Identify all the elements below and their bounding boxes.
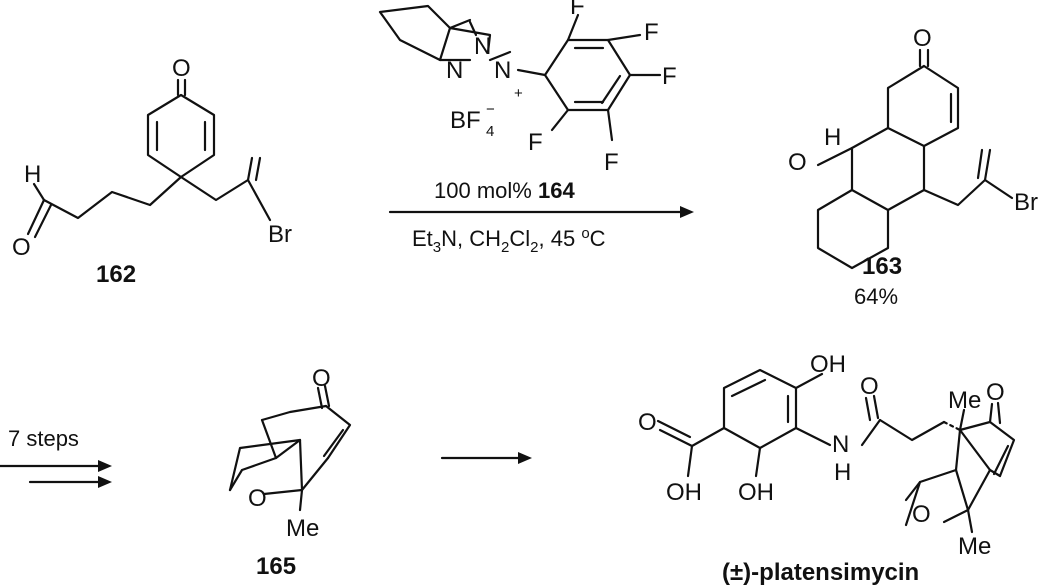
amide-hydrogen: H: [834, 459, 851, 486]
compound-label-163: 163: [862, 253, 902, 280]
quaternary-methyl: Me: [948, 387, 981, 414]
ring-fusion-hydrogen: H: [824, 124, 841, 151]
phenol-hydroxyl-bottom: OH: [738, 479, 774, 506]
step-count-label: 7 steps: [8, 426, 79, 451]
fluorine-4: F: [604, 149, 619, 176]
ether-oxygen: O: [912, 501, 931, 528]
compound-165: O O Me 165: [228, 365, 352, 580]
ether-oxygen: O: [248, 485, 267, 512]
condition-above: 100 mol% 164: [434, 178, 575, 203]
bromine-atom: Br: [268, 221, 292, 248]
compound-label-platensimycin: (±)-platensimycin: [722, 559, 919, 586]
reaction-arrow-1: 100 mol% 164 Et3N, CH2Cl2, 45 oC: [388, 178, 694, 256]
compound-163: O H O Br 163 64%: [788, 25, 1038, 309]
fluorine-1: F: [570, 0, 585, 20]
reagent-164: N N N + F F F F F BF 4 −: [378, 0, 677, 176]
triazolium-nitrogen-2: N: [474, 33, 491, 60]
methyl-group: Me: [286, 515, 319, 542]
condition-below: Et3N, CH2Cl2, 45 oC: [412, 225, 606, 256]
amide-nitrogen: N: [832, 431, 849, 458]
counterion-charge: −: [486, 101, 495, 118]
reaction-arrow-3: [440, 452, 532, 464]
yield-163: 64%: [854, 284, 898, 309]
cationic-charge: +: [514, 85, 523, 102]
compound-label-162: 162: [96, 261, 136, 288]
counterion-bf: BF: [450, 107, 481, 134]
triazolium-nitrogen-3: N: [494, 57, 511, 84]
aldehyde-hydrogen: H: [24, 161, 41, 188]
compound-platensimycin: OH O OH OH N H O Me O O Me (±)-platensim…: [638, 351, 1016, 586]
enone-oxygen: O: [913, 25, 932, 52]
cage-methyl: Me: [958, 533, 991, 560]
triazolium-nitrogen-1: N: [446, 57, 463, 84]
ketone-oxygen: O: [312, 365, 331, 392]
fluorine-2: F: [644, 19, 659, 46]
fluorine-3: F: [662, 63, 677, 90]
compound-label-165: 165: [256, 553, 296, 580]
counterion-subscript: 4: [486, 123, 494, 140]
reaction-arrow-2: 7 steps: [0, 426, 112, 488]
compound-162: O H O Br 162: [12, 55, 292, 288]
acid-hydroxyl: OH: [666, 479, 702, 506]
phenol-hydroxyl-top: OH: [810, 351, 846, 378]
enone-oxygen: O: [986, 379, 1005, 406]
aldehyde-oxygen: O: [12, 234, 31, 261]
amide-oxygen: O: [860, 373, 879, 400]
acid-carbonyl-oxygen: O: [638, 409, 657, 436]
bromine-atom: Br: [1014, 189, 1038, 216]
counterion: BF 4 −: [450, 101, 495, 140]
ketone-oxygen: O: [172, 55, 191, 82]
fluorine-5: F: [528, 129, 543, 156]
cyclohexanone-oxygen: O: [788, 149, 807, 176]
